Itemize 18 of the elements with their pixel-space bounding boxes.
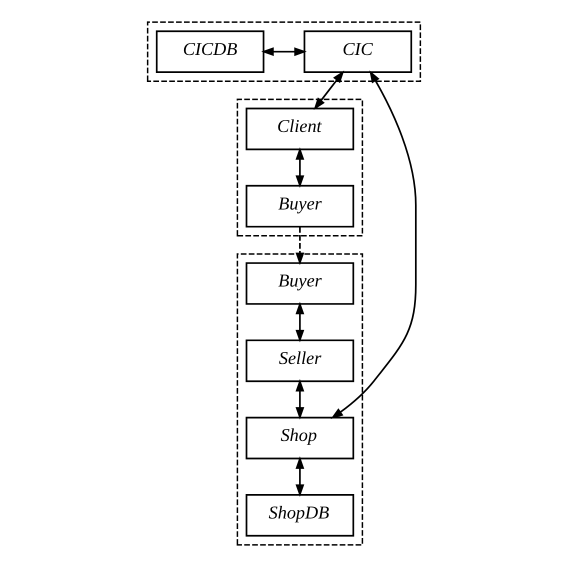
arrow bbox=[295, 456, 304, 497]
node-box: Buyer bbox=[245, 262, 354, 305]
node-box: Buyer bbox=[245, 184, 354, 228]
cluster bbox=[236, 98, 363, 237]
node-box: ShopDB bbox=[245, 494, 354, 537]
arrow bbox=[295, 302, 304, 342]
arrow bbox=[260, 47, 306, 56]
arrow bbox=[313, 70, 344, 110]
arrow bbox=[330, 70, 416, 420]
node-box: CICDB bbox=[155, 30, 264, 73]
node-box: Seller bbox=[245, 339, 354, 382]
node-box: Client bbox=[245, 108, 354, 150]
arrow bbox=[295, 379, 304, 420]
arrow bbox=[295, 147, 304, 188]
node-box: Shop bbox=[245, 416, 354, 460]
arrow bbox=[295, 227, 304, 266]
node-box: CIC bbox=[303, 30, 412, 73]
cluster bbox=[146, 21, 421, 82]
